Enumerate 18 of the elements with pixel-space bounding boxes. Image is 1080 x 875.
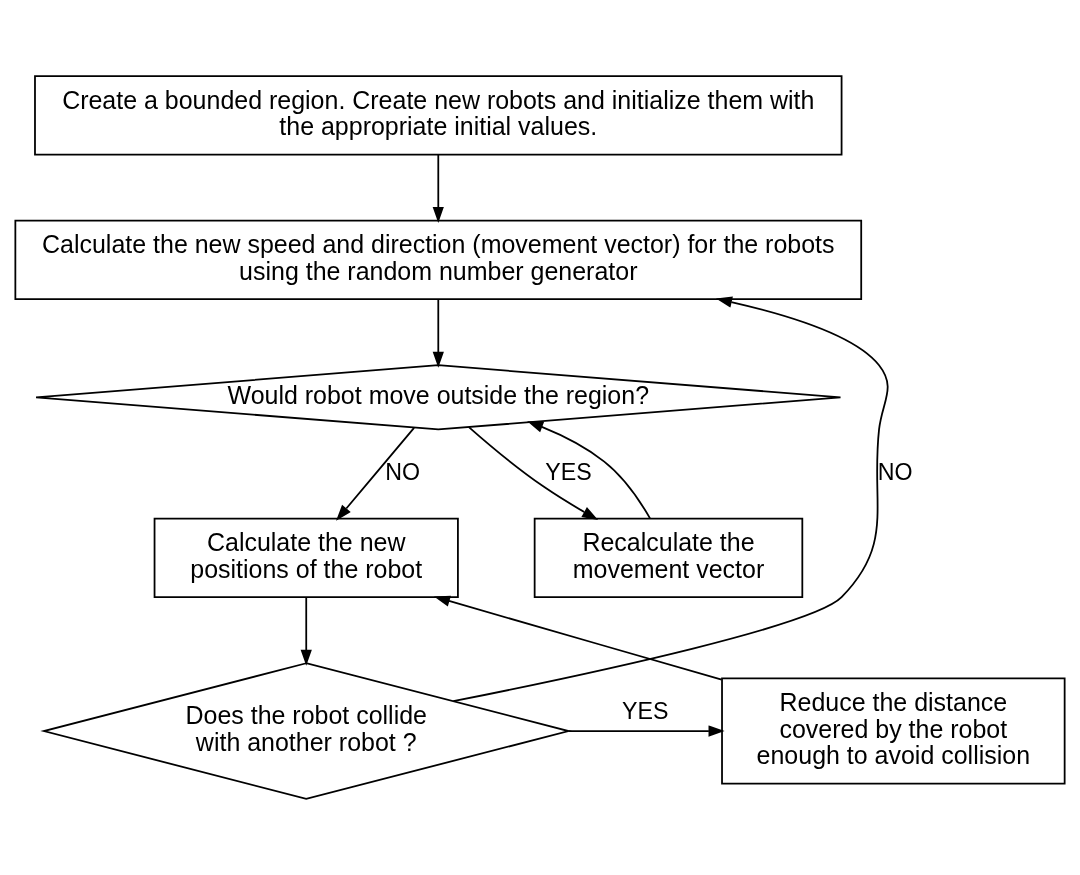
- arrow: [432, 298, 444, 368]
- edge-label: YES: [622, 698, 669, 725]
- arrow: [336, 427, 415, 521]
- arrow: [300, 596, 312, 666]
- arrow: [432, 154, 444, 223]
- arrow: [527, 421, 651, 520]
- node-box: Recalculate the movement vector: [533, 517, 804, 599]
- node-box: Calculate the new speed and direction (movement vector) for the robots using the random number generator: [14, 219, 863, 301]
- edge-label: YES: [545, 459, 592, 486]
- node-box: Create a bounded region. Create new robots and initialize them with the appropriate initial values.: [34, 75, 843, 156]
- arrow: [468, 426, 599, 520]
- edge-label: NO: [385, 459, 420, 486]
- node-box: Reduce the distance covered by the robot enough to avoid collision: [721, 677, 1066, 785]
- node-box: Calculate the new positions of the robot: [153, 517, 459, 599]
- edge-label: NO: [877, 459, 913, 486]
- arrow: [433, 595, 723, 681]
- arrow: [568, 725, 725, 737]
- arrow: [452, 296, 889, 703]
